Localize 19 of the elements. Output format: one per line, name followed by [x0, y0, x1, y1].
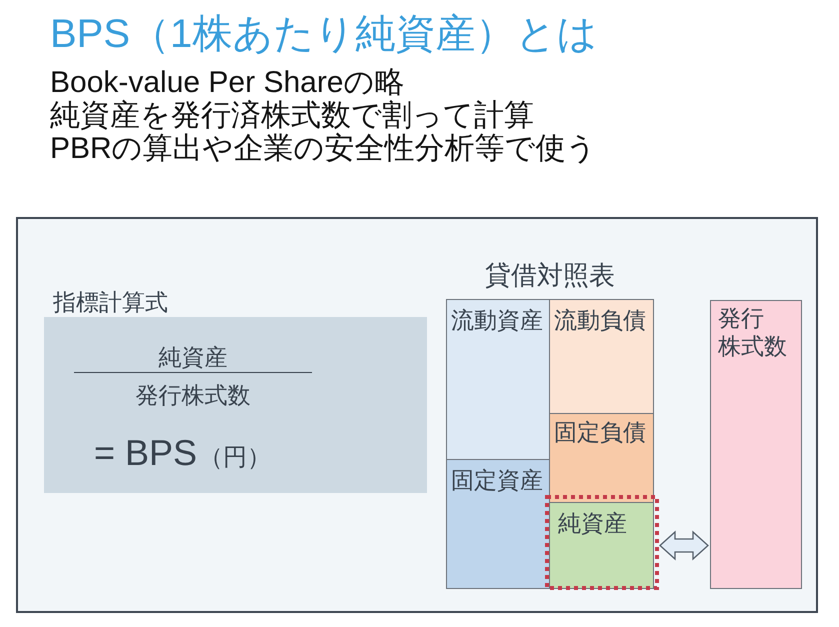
summary-line: Book-value Per Shareの略	[50, 66, 404, 100]
balance-sheet-heading: 貸借対照表	[485, 260, 615, 290]
current-assets-block: 流動資産	[446, 299, 550, 460]
unit-text: （円）	[199, 446, 272, 470]
diagram-panel	[16, 217, 818, 613]
result-text: = BPS	[94, 435, 198, 471]
denominator-text: 発行株式数	[136, 381, 250, 409]
fixed-assets-block: 固定資産	[446, 459, 550, 589]
net-assets-block: 純資産	[549, 502, 654, 589]
shares-bar	[710, 300, 802, 589]
summary-line: 純資産を発行済株式数で割って計算	[50, 99, 534, 132]
numerator-text: 純資産	[158, 343, 228, 371]
formula-heading: 指標計算式	[53, 288, 168, 316]
summary-line: PBRの算出や企業の安全性分析等で使う	[50, 132, 597, 166]
shares-label: 発行株式数	[718, 304, 788, 360]
current-liabilities-block: 流動負債	[549, 299, 654, 414]
double-arrow	[659, 530, 709, 560]
fixed-liabilities-block: 固定負債	[549, 413, 654, 503]
title: BPS（1株あたり純資産）とは	[50, 11, 598, 58]
